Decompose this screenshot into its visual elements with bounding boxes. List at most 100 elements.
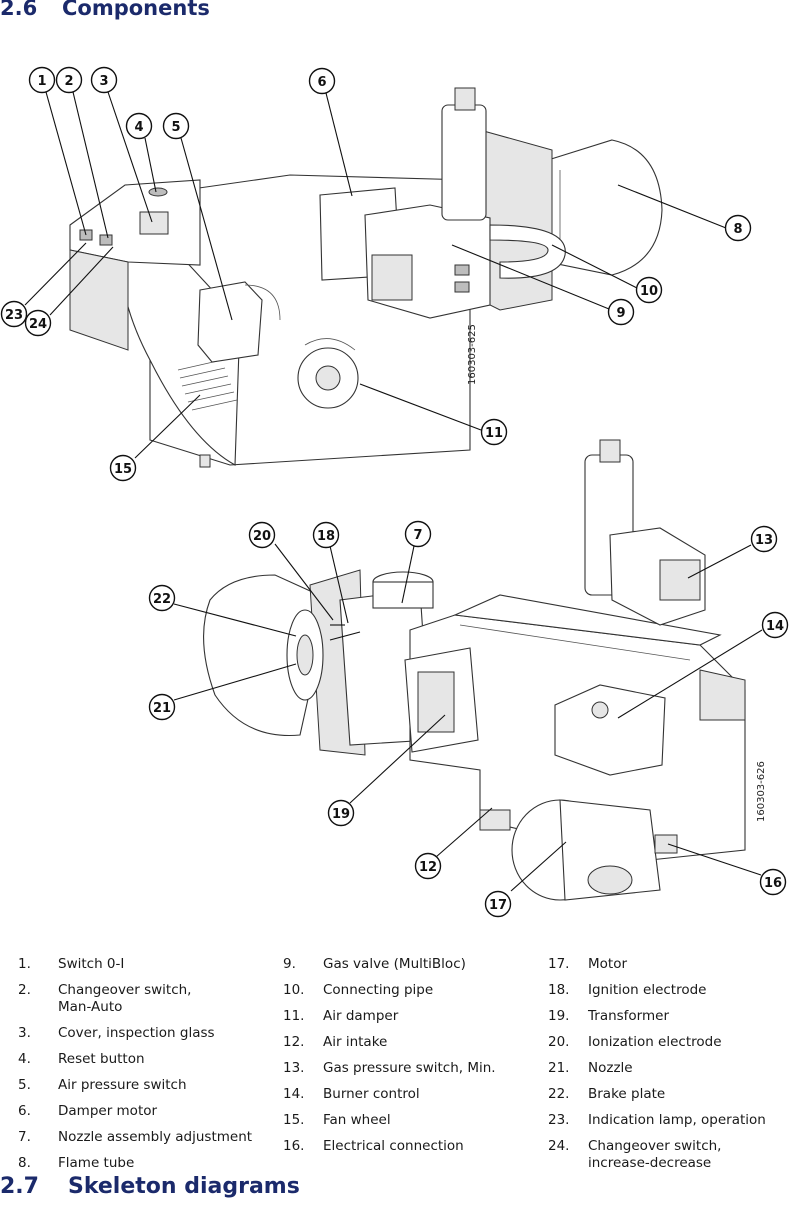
legend-item: 6. Damper motor [18, 1103, 268, 1120]
section-heading-skeleton-diagrams: 2.7 Skeleton diagrams [0, 1174, 300, 1199]
legend-item: 2. Changeover switch,Man-Auto [18, 982, 268, 1016]
svg-text:24: 24 [29, 317, 47, 332]
legend-item: 15. Fan wheel [283, 1112, 533, 1129]
burner-components-diagram: 160303-625 [0, 66, 789, 918]
legend-label: Indication lamp, operation [588, 1112, 766, 1128]
legend-label: Gas valve (MultiBloc) [323, 956, 466, 972]
legend-label: Gas pressure switch, Min. [323, 1060, 496, 1076]
svg-text:9: 9 [616, 306, 625, 321]
legend-label: Damper motor [58, 1103, 158, 1119]
legend-number: 5. [18, 1077, 31, 1093]
callout-18: 18 [312, 521, 340, 549]
legend-number: 22. [548, 1086, 570, 1102]
svg-text:16: 16 [764, 876, 782, 891]
callout-4: 4 [125, 112, 153, 140]
callout-13: 13 [750, 525, 778, 553]
svg-text:12: 12 [419, 860, 437, 875]
callout-14: 14 [761, 611, 789, 639]
inspection-cover-shape [139, 211, 169, 235]
section-number: 2.6 [0, 0, 38, 20]
svg-text:6: 6 [317, 75, 326, 90]
legend-item: 7.Nozzle assembly adjustment [18, 1129, 268, 1146]
legend-label: Changeover switch, [588, 1138, 722, 1154]
mounting-flange-shape [479, 129, 553, 311]
svg-text:20: 20 [253, 529, 271, 544]
callout-7: 7 [404, 520, 432, 548]
legend-item: 17.Motor [548, 956, 788, 973]
legend-number: 15. [283, 1112, 305, 1128]
legend-item: 21.Nozzle [548, 1060, 788, 1077]
svg-text:19: 19 [332, 807, 350, 822]
legend-number: 2. [18, 982, 31, 998]
legend-number: 19. [548, 1008, 570, 1024]
callout-19: 19 [327, 799, 355, 827]
svg-text:17: 17 [489, 898, 507, 913]
legend-item: 10.Connecting pipe [283, 982, 533, 999]
flame-tube-shape [547, 139, 663, 276]
callout-10: 10 [635, 276, 663, 304]
legend-item: 16.Electrical connection [283, 1138, 533, 1155]
legend-number: 17. [548, 956, 570, 972]
legend-item: 14. Burner control [283, 1086, 533, 1103]
legend-item: 1. Switch 0-I [18, 956, 268, 973]
legend-label: Air damper [323, 1008, 399, 1024]
gas-column-shape [441, 104, 487, 221]
svg-text:4: 4 [134, 120, 143, 135]
legend-label-line2: increase-decrease [588, 1155, 712, 1171]
svg-text:22: 22 [153, 592, 171, 607]
burner-illustration-top: 160303-625 [69, 87, 663, 468]
callouts: 1 2 3 4 5 6 8 9 10 11 15 23 24 7 12 13 1… [0, 66, 789, 918]
legend-label: Changeover switch, [58, 982, 192, 998]
legend-item: 24. Changeover switch,increase-decrease [548, 1138, 788, 1172]
legend-item: 13. Gas pressure switch, Min. [283, 1060, 533, 1077]
legend-label: Fan wheel [323, 1112, 391, 1128]
callout-12: 12 [414, 852, 442, 880]
svg-text:8: 8 [733, 222, 742, 237]
legend-column-3: 17.Motor 18.Ignition electrode 19.Transf… [548, 956, 788, 1181]
section-title: Skeleton diagrams [68, 1174, 300, 1199]
legend-label: Switch 0-I [58, 956, 125, 972]
svg-text:3: 3 [99, 74, 108, 89]
legend-label: Transformer [588, 1008, 670, 1024]
legend-label: Brake plate [588, 1086, 666, 1102]
callout-20: 20 [248, 521, 276, 549]
legend-number: 23. [548, 1112, 570, 1128]
legend-label: Nozzle assembly adjustment [58, 1129, 253, 1145]
svg-text:15: 15 [114, 462, 132, 477]
svg-text:1: 1 [37, 74, 46, 89]
legend-label-line2: Man-Auto [58, 999, 123, 1015]
callout-2: 2 [55, 66, 83, 94]
legend-number: 12. [283, 1034, 305, 1050]
legend-column-1: 1. Switch 0-I 2. Changeover switch,Man-Aut… [18, 956, 268, 1181]
callout-24: 24 [24, 309, 52, 337]
legend-label: Burner control [323, 1086, 420, 1102]
legend-number: 13. [283, 1060, 305, 1076]
control-panel-shape [69, 179, 201, 266]
burner-illustration-bottom: 160303-626 [203, 439, 767, 901]
figure-id-top: 160303-625 [467, 324, 478, 385]
air-intake-shape [479, 809, 511, 831]
section-number: 2.7 [0, 1174, 39, 1199]
legend-number: 24. [548, 1138, 570, 1154]
legend-number: 6. [18, 1103, 31, 1119]
legend-item: 3.Cover, inspection glass [18, 1025, 268, 1042]
legend-number: 3. [18, 1025, 31, 1041]
legend-item: 5. Air pressure switch [18, 1077, 268, 1094]
air-pressure-switch-shape [197, 281, 263, 363]
legend-number: 21. [548, 1060, 570, 1076]
nozzle-shape [296, 634, 314, 676]
legend-number: 14. [283, 1086, 305, 1102]
connecting-pipe-shape [489, 224, 566, 279]
figure-id-bottom: 160303-626 [756, 761, 767, 822]
callout-9: 9 [607, 298, 635, 326]
electrical-connection-shape [654, 834, 678, 854]
legend-number: 1. [18, 956, 31, 972]
section-heading-components: 2.6 Components [0, 0, 210, 20]
callout-8: 8 [724, 214, 752, 242]
section-title: Components [62, 0, 210, 20]
legend-label: Air intake [323, 1034, 388, 1050]
legend-label: Air pressure switch [58, 1077, 187, 1093]
legend-item: 11.Air damper [283, 1008, 533, 1025]
callout-21: 21 [148, 693, 176, 721]
legend-number: 4. [18, 1051, 31, 1067]
